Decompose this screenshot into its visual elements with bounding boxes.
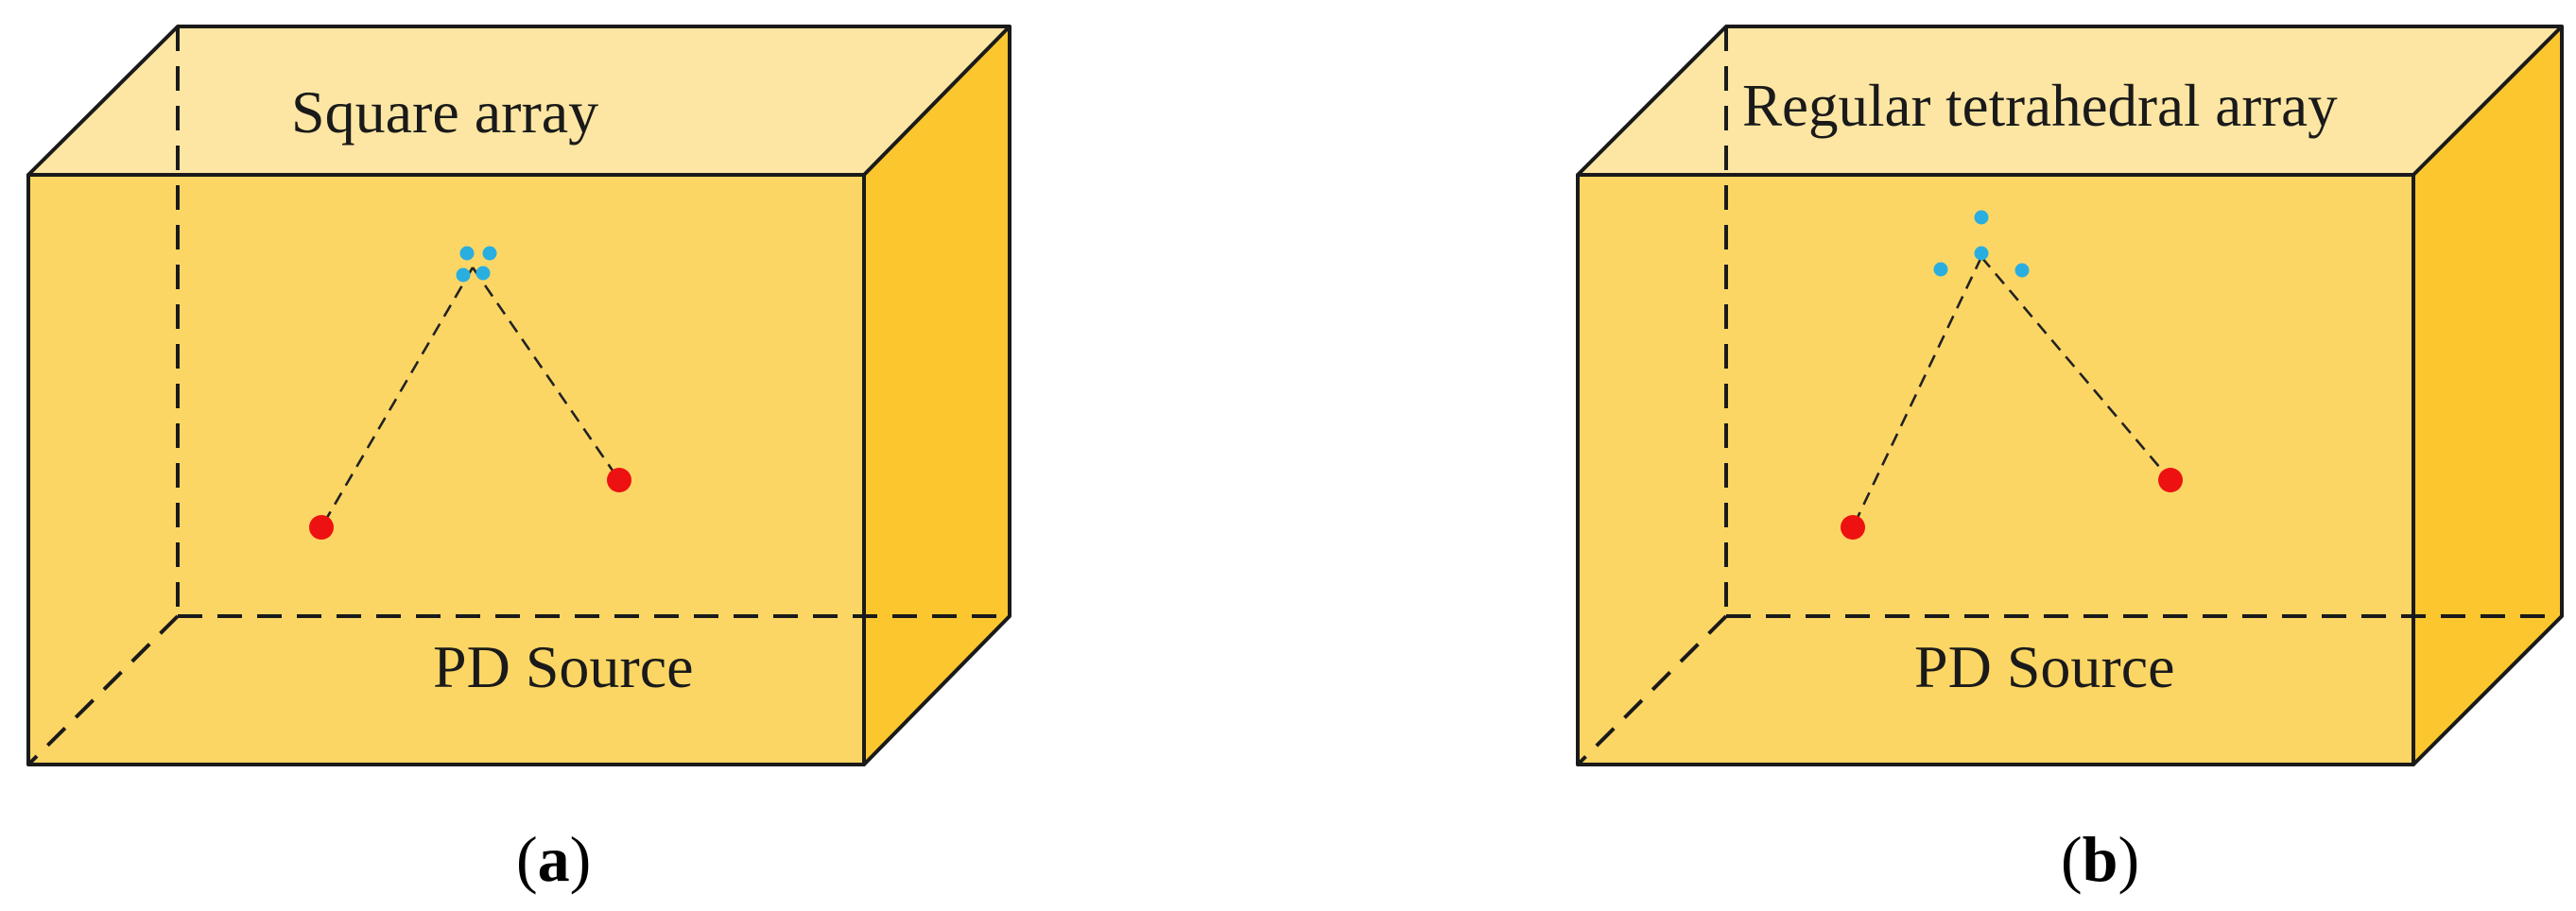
pd-source-point <box>309 515 334 540</box>
box-front-outline <box>1576 173 2415 766</box>
subfigure-open-paren: ( <box>516 823 538 895</box>
sensor-array-square <box>456 246 497 283</box>
box-top-face <box>28 26 1010 175</box>
box-front-outline <box>26 173 866 766</box>
sensor <box>1974 246 1989 261</box>
sensor <box>456 267 471 283</box>
source-label: PD Source <box>1914 633 2175 700</box>
source-label: PD Source <box>433 633 694 700</box>
box-top-outline <box>26 25 1011 177</box>
box-side-outline <box>862 26 1011 766</box>
box-front-face <box>28 175 864 765</box>
box-top-outline <box>1576 25 2564 177</box>
sensor <box>482 246 497 261</box>
sensor <box>2014 263 2030 278</box>
box-front-face <box>1578 175 2413 765</box>
subfigure-close-paren: ) <box>2118 823 2139 895</box>
pd-source-point <box>607 468 631 492</box>
subfigure-close-paren: ) <box>570 823 592 895</box>
box-top-face <box>1578 26 2562 175</box>
subfigure-label: (b) <box>2061 823 2139 895</box>
sensor <box>1974 210 1989 225</box>
sensor <box>1933 262 1948 277</box>
array-label: Regular tetrahedral array <box>1742 73 2338 139</box>
array-label: Square array <box>291 78 598 146</box>
pd-source-point <box>2158 468 2183 492</box>
subfigure-open-paren: ( <box>2061 823 2083 895</box>
hidden-edge-bottom-left <box>1576 614 1728 766</box>
subfigure-letter: a <box>538 823 570 895</box>
sensor-array-tetrahedral <box>1933 210 2030 278</box>
ray-right <box>1980 256 2171 481</box>
sensor <box>459 246 475 261</box>
ray-left <box>320 266 475 528</box>
hidden-edge-bottom-left <box>26 614 180 766</box>
box-side-outline <box>2412 26 2564 766</box>
box-side-face <box>864 26 1010 765</box>
subfigure-letter: b <box>2083 823 2118 895</box>
subfigure-label: (a) <box>516 823 591 895</box>
sensor <box>475 266 491 281</box>
panel-a: Square array PD Source (a) <box>26 25 1011 895</box>
box-side-face <box>2413 26 2562 765</box>
panel-b: Regular tetrahedral array PD Source (b) <box>1576 25 2564 895</box>
pd-source-point <box>1841 515 1865 540</box>
ray-left <box>1851 256 1983 528</box>
